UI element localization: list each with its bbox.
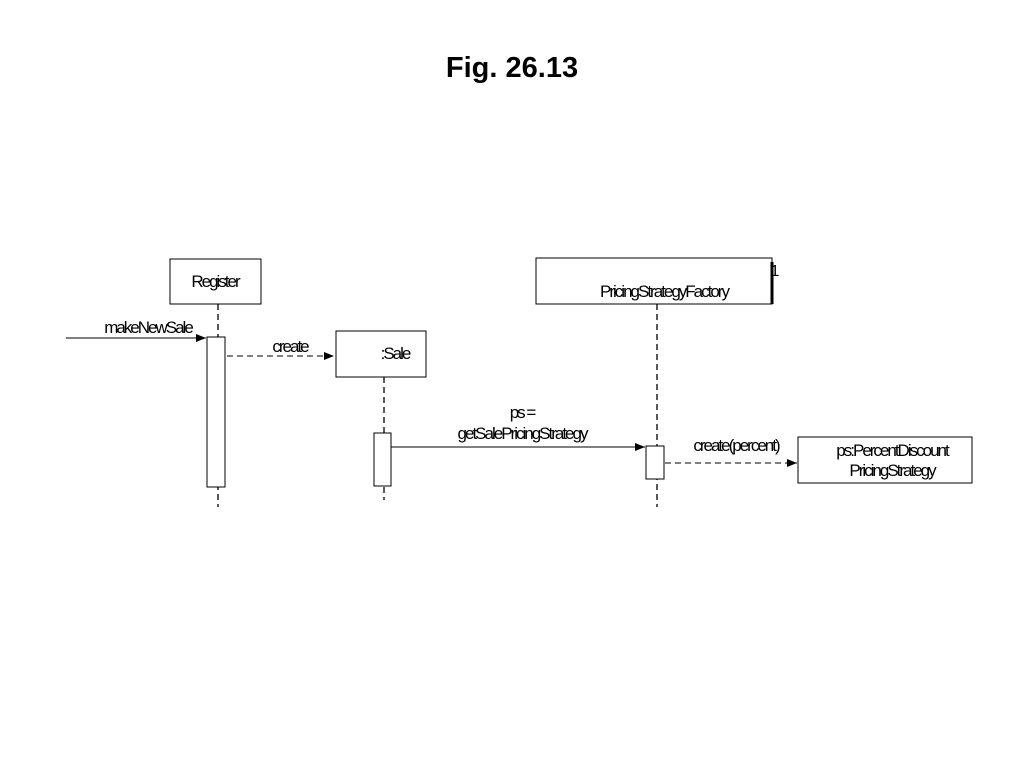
register-activation <box>206 336 226 488</box>
factory-label: PricingStrategyFactory <box>600 282 730 301</box>
sale-label: :Sale <box>381 344 411 363</box>
strategy-label-line2: PricingStrategy <box>849 461 937 480</box>
factory-multiplicity: 1 <box>771 263 780 280</box>
create-label: create <box>272 337 309 356</box>
create-percent-label: create(percent) <box>693 436 780 455</box>
strategy-box <box>797 436 973 484</box>
strategy-label-line1: ps:PercentDiscount <box>836 441 950 460</box>
get-strategy-label: getSalePricingStrategy <box>458 424 589 443</box>
factory-activation <box>645 445 665 480</box>
make-new-sale-label: makeNewSale <box>104 318 193 337</box>
sale-box <box>335 330 427 378</box>
ps-assign-label: ps = <box>510 403 537 422</box>
figure-title: Fig. 26.13 <box>445 52 579 84</box>
sale-activation <box>373 432 392 487</box>
register-box <box>169 258 262 305</box>
register-label: Register <box>191 272 241 291</box>
